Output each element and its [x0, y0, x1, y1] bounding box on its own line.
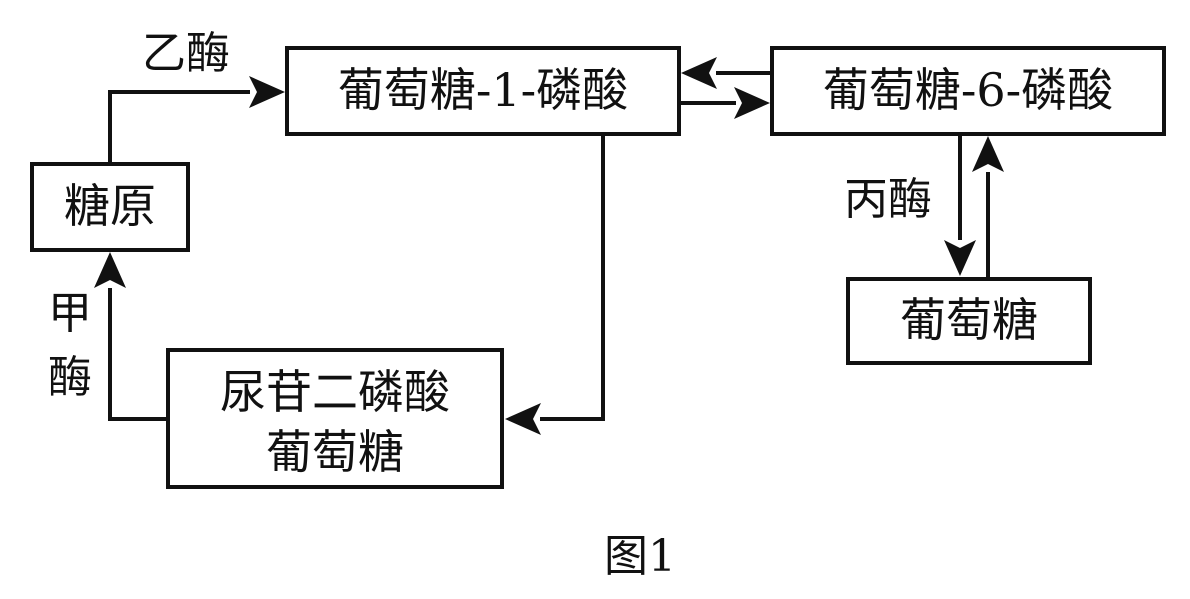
glucose-label: 葡萄糖 [900, 293, 1038, 347]
arrow-head-g6p [734, 87, 770, 119]
arrow-head-glycogen [94, 252, 126, 288]
g6p-label: 葡萄糖-6-磷酸 [823, 63, 1113, 117]
arrow-glycogen-to-g1p [108, 90, 250, 164]
glycogen-label: 糖原 [64, 179, 156, 233]
arrow-head-g1p-back [681, 57, 717, 89]
glycogen-box [30, 162, 190, 252]
enzyme-label-yi: 乙酶 [142, 28, 230, 79]
udpg-label-line2: 葡萄糖 [266, 425, 404, 479]
g6p-box [770, 46, 1166, 136]
arrow-head-glucose [944, 240, 976, 276]
arrow-head-g1p [249, 76, 285, 108]
udpg-box [166, 348, 504, 489]
enzyme-label-jia-line2: 酶 [48, 352, 92, 403]
glucose-box [846, 277, 1092, 365]
arrow-udpg-to-glycogen [108, 288, 168, 421]
arrow-g1p-to-udpg [540, 134, 605, 421]
enzyme-label-bing: 丙酶 [844, 174, 932, 225]
enzyme-label-jia-line1: 甲 [48, 288, 92, 339]
g1p-label: 葡萄糖-1-磷酸 [338, 63, 628, 117]
udpg-label-line1: 尿苷二磷酸 [220, 365, 450, 419]
arrow-head-g6p-up [972, 136, 1004, 172]
arrow-head-udpg [505, 403, 541, 435]
g1p-box [285, 46, 681, 136]
figure-caption: 图1 [604, 531, 676, 582]
